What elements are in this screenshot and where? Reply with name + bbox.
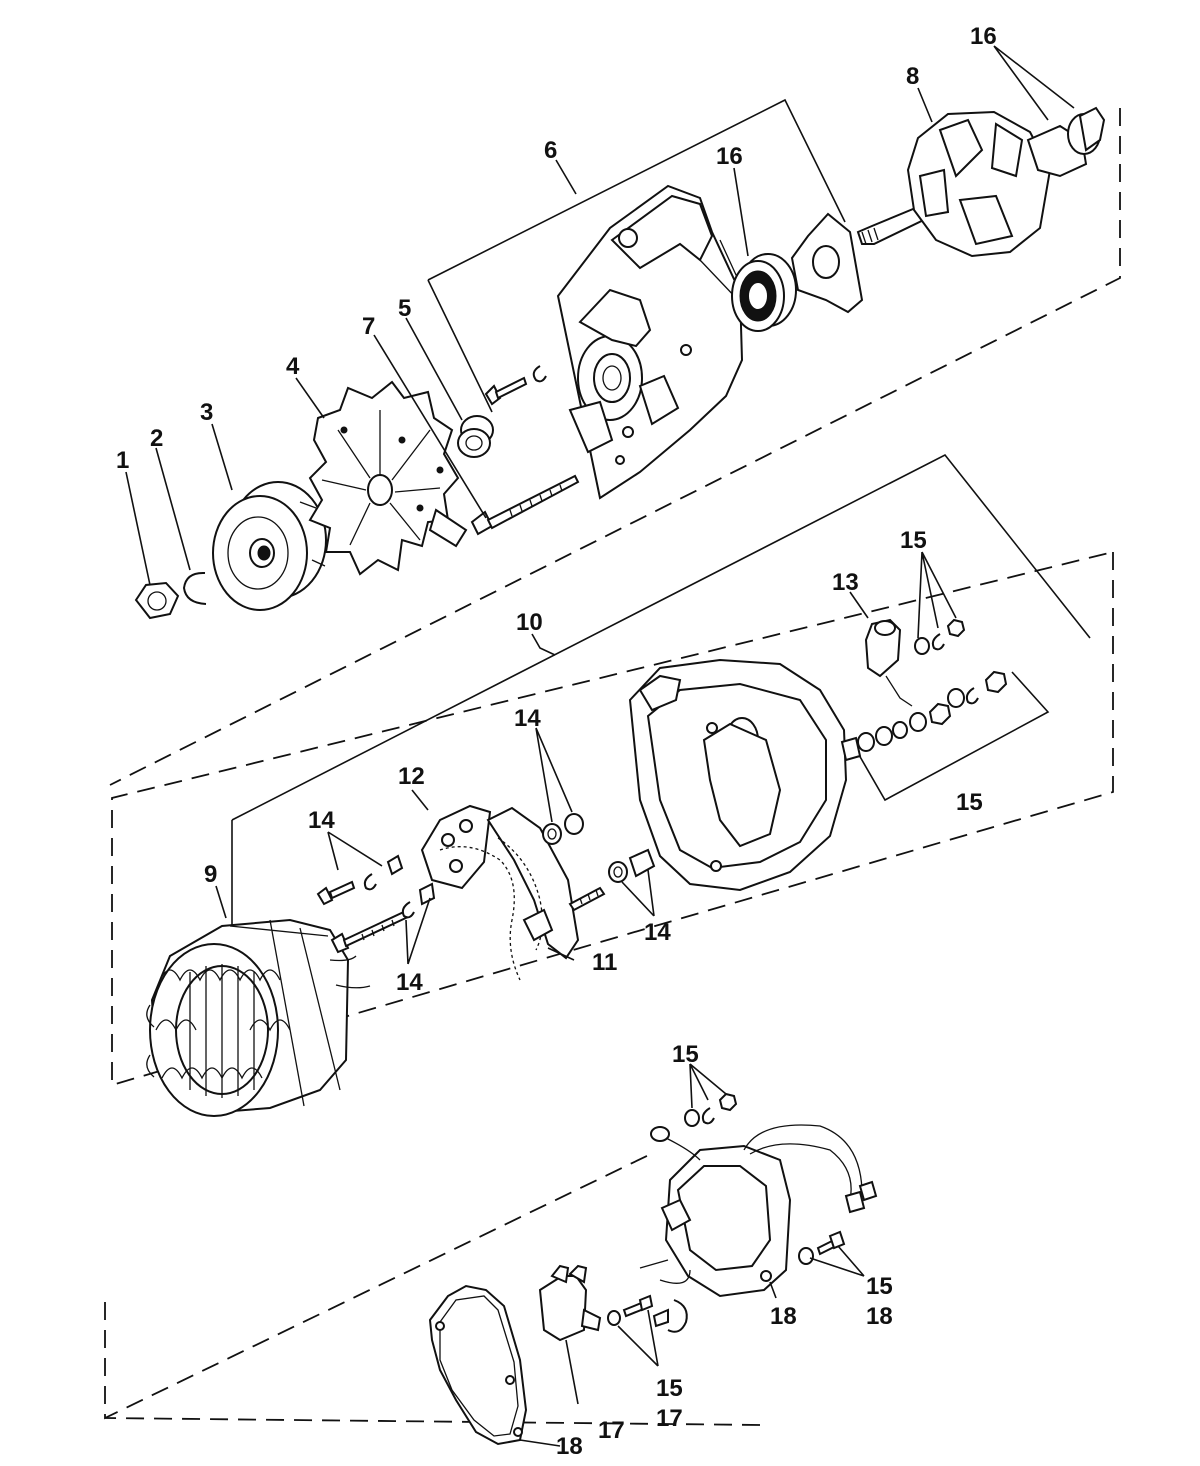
label-part-16-bearing: 16 [716, 143, 743, 170]
retainer-plate [790, 212, 864, 314]
part-9-stator [146, 918, 371, 1117]
label-part-17: 17 [598, 1417, 625, 1444]
part-11-heat-sink [486, 806, 606, 960]
part-14-screws-left [316, 854, 436, 954]
label-part-9: 9 [204, 861, 217, 888]
label-part-14-mid: 14 [514, 705, 541, 732]
part-4-fan [308, 380, 468, 576]
part-14-washers-mid [542, 813, 656, 883]
label-part-15-side: 15 [866, 1273, 893, 1300]
dashed-boundaries [104, 108, 1121, 1426]
part-3-pulley [212, 481, 327, 611]
label-part-14-bottom: 14 [396, 969, 423, 996]
screw-and-washer [484, 365, 547, 406]
label-part-14-right: 14 [644, 919, 671, 946]
label-part-15-right: 15 [956, 789, 983, 816]
label-part-15-lower: 15 [672, 1041, 699, 1068]
stator-windings [146, 969, 291, 1080]
label-part-18-side: 18 [866, 1303, 893, 1330]
label-part-18-gasket: 18 [556, 1433, 583, 1460]
label-part-2: 2 [150, 425, 163, 452]
part-6-drive-end-frame [556, 184, 744, 500]
part-13-terminal [864, 618, 913, 707]
part-17-brush-holder [538, 1264, 688, 1342]
label-part-15-brush: 15 [656, 1375, 683, 1402]
label-part-11: 11 [592, 949, 617, 976]
label-part-17-brush: 17 [656, 1405, 683, 1432]
part-number-labels: 1 2 3 4 5 7 6 16 8 16 10 13 15 15 14 12 … [116, 23, 997, 1460]
bracket-lines [231, 98, 1091, 1020]
label-part-14-left: 14 [308, 807, 335, 834]
label-part-1: 1 [116, 447, 129, 474]
part-2-snap-ring [182, 571, 207, 605]
part-16-bearing [731, 253, 797, 332]
label-part-15-upper: 15 [900, 527, 927, 554]
label-part-3: 3 [200, 399, 213, 426]
label-part-4: 4 [286, 353, 300, 380]
label-part-13: 13 [832, 569, 859, 596]
part-7-through-bolt [470, 474, 580, 536]
leader-lines [125, 45, 1075, 1447]
part-18-gasket [428, 1284, 528, 1446]
part-15-hardware-lower [684, 1092, 846, 1265]
label-part-7: 7 [362, 313, 375, 340]
label-part-12: 12 [398, 763, 425, 790]
label-part-5: 5 [398, 295, 411, 322]
part-10-slip-ring-end-frame [628, 658, 862, 892]
part-15-hardware-upper [857, 618, 1008, 752]
part-5-spacer [457, 415, 494, 458]
part-18-regulator-housing [639, 1124, 878, 1298]
part-12-rectifier-bridge [420, 804, 521, 981]
label-part-10: 10 [516, 609, 543, 636]
label-part-18-housing: 18 [770, 1303, 797, 1330]
part-1-nut [134, 581, 180, 620]
label-part-6: 6 [544, 137, 557, 164]
label-part-16-rotor: 16 [970, 23, 997, 50]
label-part-8: 8 [906, 63, 919, 90]
part-8-rotor [856, 106, 1106, 258]
